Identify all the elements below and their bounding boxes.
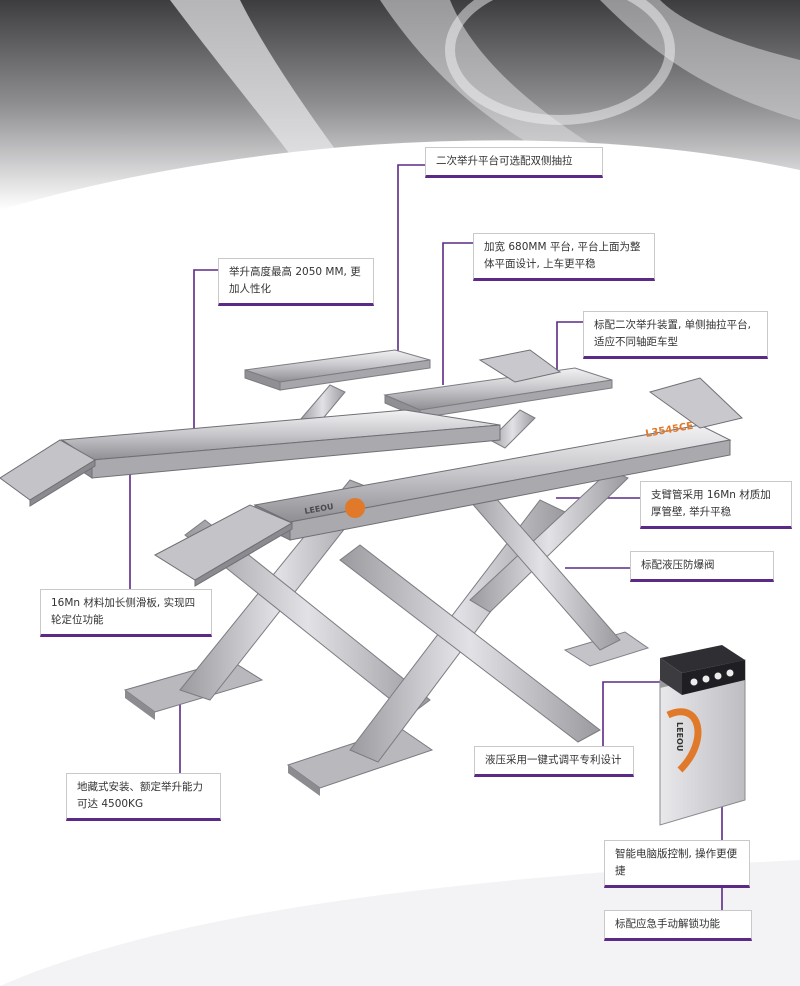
- callout-support-arm: 支臂管采用 16Mn 材质加厚管壁, 举升平稳: [640, 481, 792, 529]
- leeou-logo-icon: [345, 498, 365, 518]
- callout-computer-control: 智能电脑版控制, 操作更便捷: [604, 840, 750, 888]
- control-button-icon: [714, 672, 722, 680]
- control-box-brand-text: LEEOU: [675, 722, 684, 751]
- control-box-logo-icon: [666, 708, 702, 773]
- control-button-icon: [690, 678, 698, 686]
- scissor-mechanism: [179, 384, 629, 763]
- callout-lift-height: 举升高度最高 2050 MM, 更加人性化: [218, 258, 374, 306]
- callout-standard-secondary: 标配二次举升装置, 单侧抽拉平台, 适应不同轴距车型: [583, 311, 768, 359]
- runway-right: [153, 349, 744, 587]
- control-button-icon: [726, 669, 734, 677]
- secondary-platform-left: [244, 349, 431, 391]
- control-button-icon: [702, 675, 710, 683]
- callout-side-slide: 16Mn 材料加长侧滑板, 实现四轮定位功能: [40, 589, 212, 637]
- secondary-platform-right: [383, 367, 613, 419]
- control-box: LEEOU: [659, 645, 746, 826]
- callout-installation: 地藏式安装、额定举升能力可达 4500KG: [66, 773, 221, 821]
- runway-left: [0, 409, 501, 507]
- callout-platform-width: 加宽 680MM 平台, 平台上面为整体平面设计, 上车更平稳: [473, 233, 655, 281]
- callout-explosion-valve: 标配液压防爆阀: [630, 551, 774, 582]
- runway-brand-area: [345, 498, 365, 518]
- control-panel: [682, 660, 745, 695]
- callout-hydraulic-leveling: 液压采用一键式调平专利设计: [474, 746, 634, 777]
- callout-secondary-lift: 二次举升平台可选配双侧抽拉: [425, 147, 603, 178]
- callout-emergency-unlock: 标配应急手动解锁功能: [604, 910, 752, 941]
